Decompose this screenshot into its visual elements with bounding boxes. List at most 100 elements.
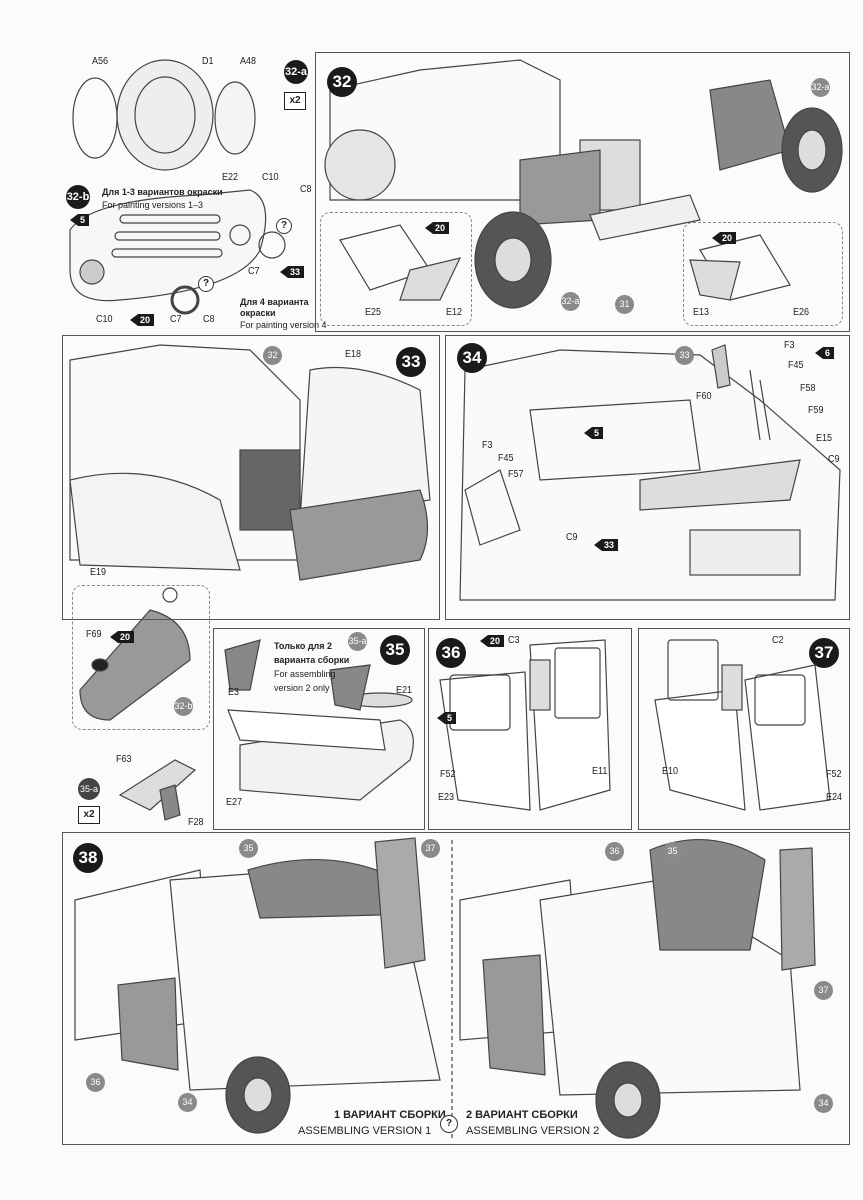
step-32b-marker: 32-b (66, 185, 90, 209)
paint-badge: 20 (130, 314, 155, 326)
step-33-marker: 33 (396, 347, 426, 377)
part-label: E27 (226, 797, 243, 808)
part-label: A48 (240, 56, 257, 67)
ref-marker: 32-b (174, 697, 193, 716)
step-32-panel (315, 52, 850, 332)
step-35-marker: 35 (380, 635, 410, 665)
part-label: A56 (92, 56, 109, 67)
assembly-note-ru: Только для 2 (274, 641, 333, 651)
ref-marker: 37 (814, 981, 833, 1000)
ref-marker: 33 (675, 346, 694, 365)
sub-32b-detail (72, 585, 210, 730)
paint-badge: 5 (437, 712, 457, 724)
step-32a-marker: 32-a (284, 60, 308, 84)
part-label: F45 (498, 453, 514, 464)
part-label: C2 (772, 635, 784, 646)
part-label: E15 (816, 433, 833, 444)
paint-note-ru: Для 4 варианта (240, 297, 309, 307)
ref-marker: 37 (421, 839, 440, 858)
part-label: E26 (793, 307, 810, 318)
part-label: F57 (508, 469, 524, 480)
part-label: E13 (693, 307, 710, 318)
part-label: E24 (826, 792, 843, 803)
step-32-marker: 32 (327, 67, 357, 97)
step-36-panel (428, 628, 632, 830)
quantity-x2: x2 (78, 806, 100, 824)
ref-marker: 35-a (348, 632, 367, 651)
paint-note-ru: окраски (240, 308, 276, 318)
part-label: E23 (438, 792, 455, 803)
version-2-title-ru: 2 ВАРИАНТ СБОРКИ (466, 1109, 578, 1121)
part-label: E25 (365, 307, 382, 318)
part-label: F45 (788, 360, 804, 371)
ref-marker: 34 (178, 1093, 197, 1112)
part-label: C9 (566, 532, 578, 543)
ref-marker: 36 (605, 842, 624, 861)
part-label: F60 (696, 391, 712, 402)
part-label: F52 (826, 769, 842, 780)
part-label: F28 (188, 817, 204, 828)
part-label: F52 (440, 769, 456, 780)
paint-badge: 20 (480, 635, 505, 647)
part-label: F63 (116, 754, 132, 765)
paint-badge: 20 (712, 232, 737, 244)
ref-marker: 32 (263, 346, 282, 365)
part-label: C10 (96, 314, 113, 325)
question-icon: ? (276, 218, 292, 234)
part-label: F69 (86, 629, 102, 640)
quantity-x2: x2 (284, 92, 306, 110)
part-label: F3 (784, 340, 795, 351)
paint-badge: 5 (584, 427, 604, 439)
step-34-panel (445, 335, 850, 620)
part-label: C7 (170, 314, 182, 325)
ref-marker: 34 (814, 1094, 833, 1113)
part-label: E11 (592, 766, 608, 777)
part-label: E21 (396, 685, 413, 696)
part-label: F3 (482, 440, 493, 451)
part-label: D1 (202, 56, 214, 67)
paint-badge: 20 (110, 631, 135, 643)
part-label: E12 (446, 307, 463, 318)
assembly-note-en: For assembling (274, 669, 336, 679)
ref-marker: 35 (663, 842, 682, 861)
paint-note-ru: Для 1-3 вариантов окраски (102, 187, 223, 197)
paint-note-en: For painting versions 1–3 (102, 200, 204, 210)
part-label: E19 (90, 567, 107, 578)
part-label: C7 (248, 266, 260, 277)
part-label: E3 (228, 687, 240, 698)
part-label: E18 (345, 349, 362, 360)
step-38-marker: 38 (73, 843, 103, 873)
paint-badge: 33 (594, 539, 619, 551)
ref-marker: 35 (239, 839, 258, 858)
step-36-marker: 36 (436, 638, 466, 668)
step-37-panel (638, 628, 850, 830)
version-2-title-en: ASSEMBLING VERSION 2 (466, 1125, 600, 1137)
part-label: C8 (300, 184, 312, 195)
paint-badge: 33 (280, 266, 305, 278)
part-label: C3 (508, 635, 520, 646)
question-icon: ? (440, 1115, 458, 1133)
question-icon: ? (198, 276, 214, 292)
part-label: F58 (800, 383, 816, 394)
part-label: E10 (662, 766, 679, 777)
paint-badge: 6 (815, 347, 835, 359)
part-label: C9 (828, 454, 840, 465)
part-label: C10 (262, 172, 279, 183)
step-33-panel (62, 335, 440, 620)
assembly-note-en: version 2 only (274, 683, 330, 693)
paint-badge: 5 (70, 214, 90, 226)
step-32-detail-right (683, 222, 843, 326)
ref-marker: 31 (615, 295, 634, 314)
paint-note-en: For painting version 4 (240, 320, 327, 330)
step-35-panel (213, 628, 425, 830)
step-35a-marker: 35-a (78, 778, 100, 800)
step-34-marker: 34 (457, 343, 487, 373)
part-label: E22 (222, 172, 239, 183)
version-1-title-en: ASSEMBLING VERSION 1 (298, 1125, 432, 1137)
step-32-detail-left (320, 212, 472, 326)
version-1-title-ru: 1 ВАРИАНТ СБОРКИ (334, 1109, 446, 1121)
part-label: C8 (203, 314, 215, 325)
paint-badge: 20 (425, 222, 450, 234)
step-38-panel (62, 832, 850, 1145)
